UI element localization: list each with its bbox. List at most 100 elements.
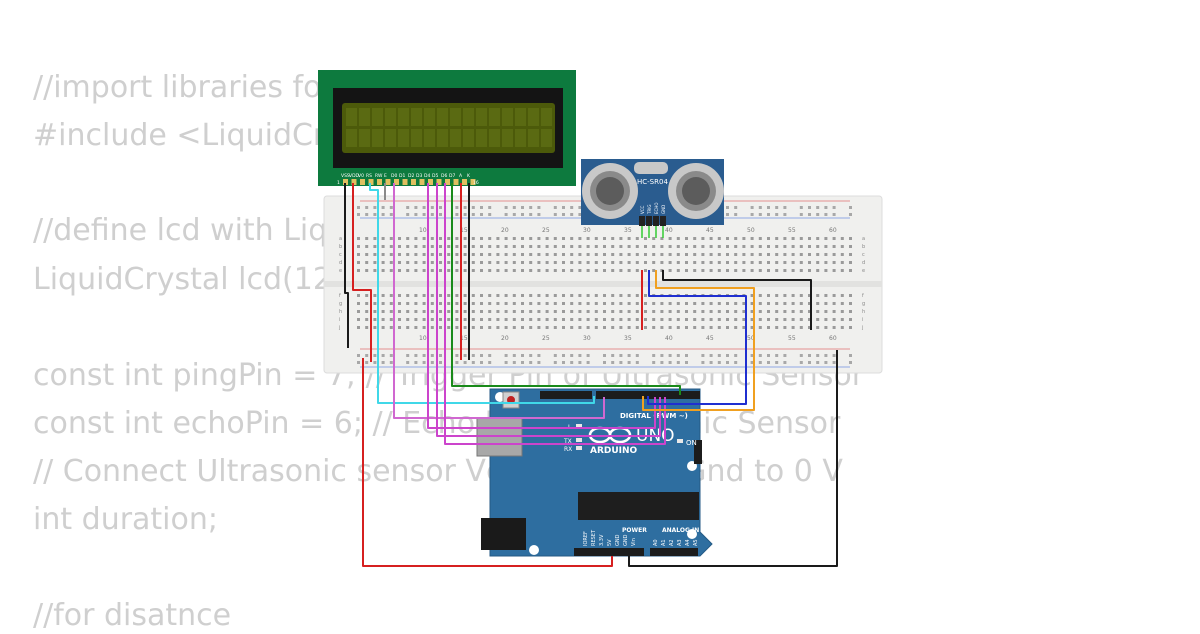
breadboard-hole: [775, 261, 779, 264]
breadboard-hole: [570, 261, 574, 264]
breadboard-hole: [603, 269, 606, 272]
breadboard-hole: [603, 237, 606, 240]
breadboard-hole: [652, 318, 656, 321]
breadboard-hole: [545, 253, 549, 256]
svg-text:V0: V0: [358, 173, 364, 179]
rail-hole: [357, 206, 360, 209]
breadboard-hole: [545, 269, 549, 272]
breadboard-hole: [832, 294, 836, 297]
breadboard-hole: [734, 318, 738, 321]
breadboard-hole: [635, 245, 639, 248]
breadboard-hole: [357, 318, 360, 321]
breadboard-hole: [783, 294, 787, 297]
rail-hole: [570, 213, 574, 216]
breadboard-hole: [586, 302, 590, 305]
breadboard-hole: [709, 253, 713, 256]
hc-sr04-sensor[interactable]: HC-SR04 VCC TRIG ECHO GND: [581, 159, 724, 238]
rail-hole: [726, 354, 729, 357]
breadboard-hole: [373, 269, 377, 272]
breadboard-hole: [635, 294, 639, 297]
rail-hole: [537, 354, 541, 357]
rail-hole: [463, 354, 467, 357]
rail-hole: [717, 354, 721, 357]
breadboard-hole: [373, 326, 377, 329]
rail-hole: [635, 354, 639, 357]
rail-hole: [537, 213, 541, 216]
breadboard-hole: [832, 253, 836, 256]
rail-hole: [373, 213, 377, 216]
rail-hole: [758, 361, 762, 364]
breadboard-hole: [521, 269, 524, 272]
lcd-character-cell: [450, 129, 461, 147]
rail-hole: [660, 361, 664, 364]
breadboard-hole: [758, 326, 762, 329]
breadboard-hole: [840, 326, 844, 329]
breadboard-hole: [512, 269, 516, 272]
breadboard-hole: [463, 318, 467, 321]
transducer-right: [668, 163, 724, 219]
rail-hole: [553, 354, 557, 357]
rail-hole: [767, 213, 770, 216]
column-number: 30: [583, 227, 591, 234]
breadboard-hole: [668, 326, 672, 329]
lcd-character-grid: [346, 108, 552, 147]
breadboard-hole: [840, 261, 844, 264]
rail-hole: [389, 213, 393, 216]
breadboard-hole: [594, 294, 598, 297]
svg-text:K: K: [467, 173, 471, 179]
breadboard-hole: [504, 253, 508, 256]
breadboard-hole: [463, 269, 467, 272]
column-number: 50: [747, 335, 755, 342]
breadboard-hole: [652, 302, 656, 305]
rail-hole: [365, 213, 369, 216]
breadboard-hole: [488, 326, 492, 329]
breadboard-hole: [627, 269, 631, 272]
breadboard-hole: [685, 237, 688, 240]
breadboard-hole: [726, 310, 729, 313]
breadboard-hole: [455, 245, 459, 248]
breadboard-hole: [767, 261, 770, 264]
breadboard-hole: [783, 302, 787, 305]
breadboard-hole: [799, 269, 803, 272]
breadboard-hole: [734, 326, 738, 329]
breadboard-hole: [414, 261, 418, 264]
breadboard-hole: [627, 302, 631, 305]
lcd-character-cell: [385, 108, 396, 126]
breadboard-hole: [619, 237, 623, 240]
breadboard-hole: [717, 326, 721, 329]
rail-hole: [832, 213, 836, 216]
breadboard-hole: [578, 253, 582, 256]
breadboard-hole: [381, 269, 385, 272]
wire-sensor-gnd: [662, 270, 812, 330]
lcd-16x2[interactable]: VSS VDD V0 RS RW E D0 D1 D2 D3 D4 D5 D6 …: [318, 70, 576, 186]
rail-hole: [726, 206, 729, 209]
breadboard-hole: [398, 294, 401, 297]
breadboard-hole: [627, 237, 631, 240]
lcd-character-cell: [463, 108, 474, 126]
breadboard-hole: [783, 245, 787, 248]
rail-hole: [799, 206, 803, 209]
breadboard-hole: [365, 294, 369, 297]
rail-hole: [578, 206, 582, 209]
svg-text:i: i: [862, 317, 863, 323]
lcd-pin: [368, 179, 374, 185]
breadboard-hole: [439, 237, 442, 240]
breadboard-hole: [619, 269, 623, 272]
breadboard-hole: [791, 302, 795, 305]
wire-sensor-echo: [642, 270, 755, 411]
breadboard-hole: [496, 302, 500, 305]
breadboard-hole: [660, 261, 664, 264]
rail-hole: [627, 361, 631, 364]
breadboard-hole: [791, 261, 795, 264]
breadboard-hole: [504, 245, 508, 248]
rail-hole: [578, 361, 582, 364]
rail-hole: [381, 213, 385, 216]
breadboard-hole: [398, 261, 401, 264]
rail-hole: [381, 361, 385, 364]
rail-hole: [824, 361, 828, 364]
breadboard-hole: [701, 245, 705, 248]
svg-text:RS: RS: [366, 173, 372, 179]
breadboard-hole: [389, 302, 393, 305]
arduino-uno[interactable]: DIGITAL (PWM ~) UNO ARDUINO ON L TX RX P…: [476, 388, 713, 557]
breadboard-hole: [504, 269, 508, 272]
